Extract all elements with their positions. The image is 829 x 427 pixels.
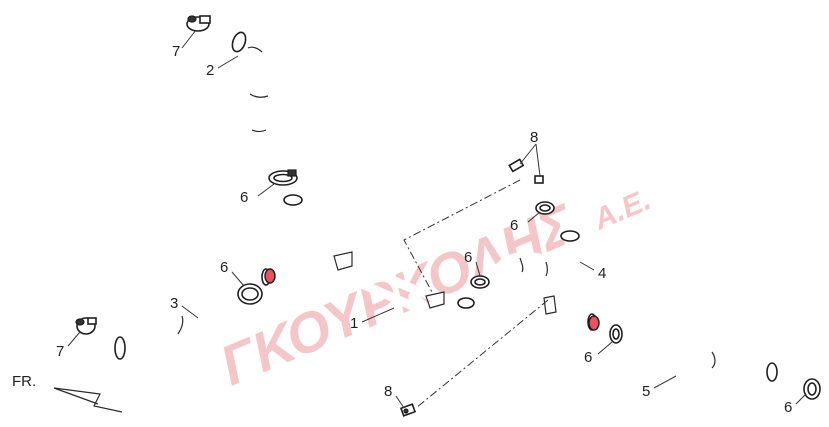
callout-6-a: 6 xyxy=(240,189,248,206)
hose-part-4 xyxy=(492,230,581,280)
callout-6-d: 6 xyxy=(584,349,592,366)
callout-8-upper: 8 xyxy=(530,129,538,146)
callout-6-e: 6 xyxy=(220,259,228,276)
hose-clamp-6-c xyxy=(470,275,490,289)
hose-clamp-6-a xyxy=(268,169,298,186)
callout-6-c: 6 xyxy=(464,249,472,266)
callout-6-f: 6 xyxy=(784,399,792,416)
callout-8-lower: 8 xyxy=(384,383,392,400)
callout-6-b: 6 xyxy=(510,217,518,234)
install-lines xyxy=(403,179,549,409)
hose-clamp-6-e xyxy=(237,283,263,305)
front-arrow-icon xyxy=(53,387,123,413)
callout-7-top: 7 xyxy=(172,43,180,60)
hose-clamp-7-left xyxy=(75,317,97,335)
hose-clamp-6-b xyxy=(535,201,555,215)
leader-lines xyxy=(67,29,807,409)
hose-clamp-7-top xyxy=(186,15,211,32)
pipe-assembly-part-1 xyxy=(261,194,600,347)
callout-4: 4 xyxy=(598,265,606,282)
callout-labels: 7 2 6 6 3 7 1 6 6 8 4 6 5 8 6 xyxy=(56,43,792,416)
callout-5: 5 xyxy=(642,383,650,400)
callout-2: 2 xyxy=(206,62,214,79)
watermark-text: ΓΚΟΥΡΚΟΛΗΣ xyxy=(211,191,584,397)
callout-3: 3 xyxy=(170,295,178,312)
hose-part-3 xyxy=(111,287,247,360)
callout-1: 1 xyxy=(350,315,358,332)
hose-clamp-6-d xyxy=(609,324,623,344)
front-label: FR. xyxy=(12,373,36,390)
callout-7-left: 7 xyxy=(56,343,64,360)
hose-part-2 xyxy=(230,31,280,168)
bolt-8-lower xyxy=(399,403,417,417)
front-direction-indicator: FR. xyxy=(12,373,123,413)
hose-clamp-6-f xyxy=(803,378,821,400)
hose-part-5 xyxy=(638,344,780,382)
watermark-suffix: Α.Ε. xyxy=(588,183,656,237)
